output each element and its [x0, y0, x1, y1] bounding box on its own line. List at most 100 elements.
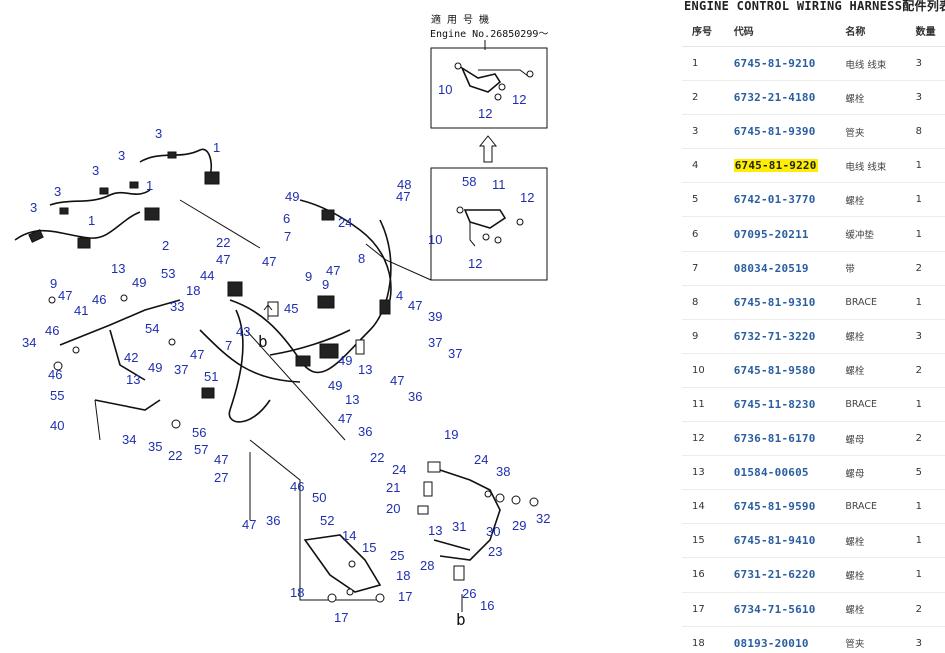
header-code: 代码	[733, 14, 846, 47]
part-code-link[interactable]: 6745-81-9590	[733, 500, 816, 514]
callout-49: 49	[285, 189, 299, 204]
callout-33: 33	[170, 299, 184, 314]
callout-18: 18	[396, 568, 410, 583]
callout-9: 9	[305, 269, 312, 284]
callout-53: 53	[161, 266, 175, 281]
callout-28: 28	[420, 558, 434, 573]
callout-1: 1	[146, 178, 153, 193]
part-no: 10	[692, 364, 705, 376]
table-header-row: 序号 代码 名称 数量	[682, 14, 945, 47]
callout-1: 1	[88, 213, 95, 228]
part-no: 7	[692, 262, 699, 274]
header-qty: 数量	[915, 14, 945, 47]
callout-52: 52	[320, 513, 334, 528]
part-code-link[interactable]: 01584-00605	[733, 466, 809, 480]
part-qty: 3	[915, 92, 922, 104]
callout-46: 46	[92, 292, 106, 307]
detail-box-new	[430, 47, 548, 129]
table-row: 15 6745-81-9410 螺栓 1	[682, 523, 945, 559]
part-code-link[interactable]: 6745-81-9410	[733, 534, 816, 548]
callout-48: 48	[397, 177, 411, 192]
part-no: 11	[692, 398, 705, 410]
part-code-link[interactable]: 6745-81-9580	[733, 363, 816, 377]
callout-29: 29	[512, 518, 526, 533]
part-name: BRACE	[845, 296, 878, 308]
part-code-link[interactable]: 6742-01-3770	[733, 193, 816, 207]
callout-37: 37	[174, 362, 188, 377]
part-no: 5	[692, 194, 699, 206]
part-no: 17	[692, 603, 705, 615]
part-qty: 2	[915, 603, 922, 615]
callout-12: 12	[468, 256, 482, 271]
header-no: 序号	[682, 14, 734, 47]
part-qty: 3	[915, 637, 922, 649]
callout-27: 27	[214, 470, 228, 485]
part-code-link[interactable]: 6745-81-9310	[733, 295, 816, 309]
callout-46: 46	[48, 367, 62, 382]
callout-3: 3	[92, 163, 99, 178]
part-code-link[interactable]: 6732-21-4180	[733, 91, 816, 105]
part-no: 3	[692, 126, 699, 138]
part-qty: 1	[915, 501, 922, 513]
part-qty: 2	[915, 364, 922, 376]
part-no: 9	[692, 330, 699, 342]
callout-47: 47	[338, 411, 352, 426]
callout-47: 47	[214, 452, 228, 467]
wiring-diagram: 適 用 号 機 Engine No.26850299～	[14, 13, 550, 629]
part-code-link[interactable]: 6745-81-9220	[733, 159, 818, 173]
part-code-link[interactable]: 08034-20519	[733, 261, 809, 275]
callout-34: 34	[22, 335, 36, 350]
part-qty: 8	[915, 126, 922, 138]
part-qty: 1	[915, 194, 922, 206]
callout-42: 42	[124, 350, 138, 365]
callout-23: 23	[488, 544, 502, 559]
part-code-link[interactable]: 6745-11-8230	[733, 397, 816, 411]
callout-10: 10	[438, 82, 452, 97]
callout-4: 4	[396, 288, 403, 303]
panel-title: ENGINE CONTROL WIRING HARNESS配件列表	[684, 0, 945, 13]
callout-13: 13	[111, 261, 125, 276]
part-code-link[interactable]: 6745-81-9390	[733, 125, 816, 139]
part-code-link[interactable]: 07095-20211	[733, 227, 809, 241]
callout-49: 49	[328, 378, 342, 393]
header-name: 名称	[845, 14, 916, 47]
callout-47: 47	[216, 252, 230, 267]
callout-3: 3	[30, 200, 37, 215]
callout-47: 47	[390, 373, 404, 388]
part-name: 螺栓	[845, 536, 865, 548]
callout-9: 9	[322, 277, 329, 292]
callout-19: 19	[444, 427, 458, 442]
part-name: 缓冲垫	[845, 230, 874, 242]
view-b-label-lower: b	[456, 610, 466, 629]
callout-46: 46	[45, 323, 59, 338]
part-code-link[interactable]: 6745-81-9210	[733, 57, 816, 71]
part-qty: 2	[915, 433, 922, 445]
part-qty: 3	[915, 330, 922, 342]
part-code-link[interactable]: 6736-81-6170	[733, 432, 816, 446]
part-name: 电线 线束	[845, 161, 887, 173]
callout-31: 31	[452, 519, 466, 534]
part-name: 螺母	[845, 434, 865, 446]
part-qty: 1	[915, 535, 922, 547]
part-code-link[interactable]: 08193-20010	[733, 636, 809, 650]
part-name: BRACE	[845, 398, 878, 410]
callout-17: 17	[334, 610, 348, 625]
callout-47: 47	[396, 189, 410, 204]
part-no: 15	[692, 535, 705, 547]
callout-40: 40	[50, 418, 64, 433]
callout-55: 55	[50, 388, 64, 403]
sensor-harness-set	[14, 148, 220, 249]
part-code-link[interactable]: 6731-21-6220	[733, 568, 816, 582]
part-code-link[interactable]: 6734-71-5610	[733, 602, 816, 616]
callout-39: 39	[428, 309, 442, 324]
part-code-link[interactable]: 6732-71-3220	[733, 329, 816, 343]
